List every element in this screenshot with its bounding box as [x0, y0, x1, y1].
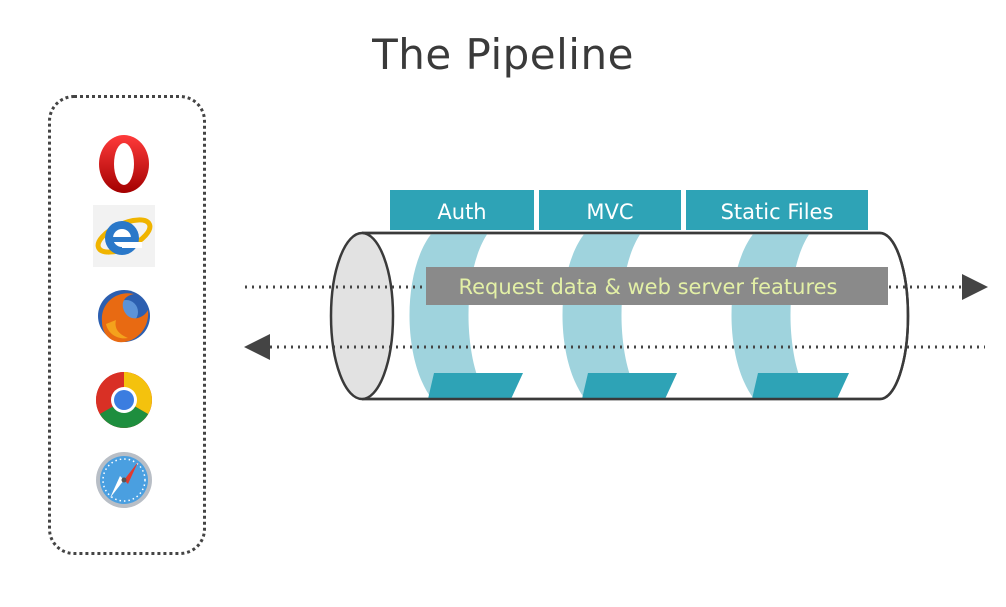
chrome-icon — [96, 372, 152, 428]
browser-group — [48, 95, 206, 555]
pipeline-opening — [329, 231, 395, 401]
opera-icon — [99, 135, 149, 193]
request-banner — [426, 267, 888, 305]
middleware-tab-static-files: Static Files — [686, 190, 868, 230]
middleware-tab-mvc: MVC — [539, 190, 681, 230]
page-title: The Pipeline — [372, 30, 634, 79]
middleware-label-mvc: MVC — [586, 200, 633, 224]
middleware-tab-auth: Auth — [390, 190, 534, 230]
middleware-label-auth: Auth — [437, 200, 486, 224]
response-arrowhead — [244, 334, 270, 360]
request-banner-text: Request data & web server features — [458, 275, 837, 299]
middleware-label-static-files: Static Files — [721, 200, 834, 224]
request-arrowhead — [962, 274, 988, 300]
safari-icon — [96, 452, 152, 508]
internet-explorer-icon — [93, 205, 155, 267]
firefox-icon — [98, 290, 150, 343]
